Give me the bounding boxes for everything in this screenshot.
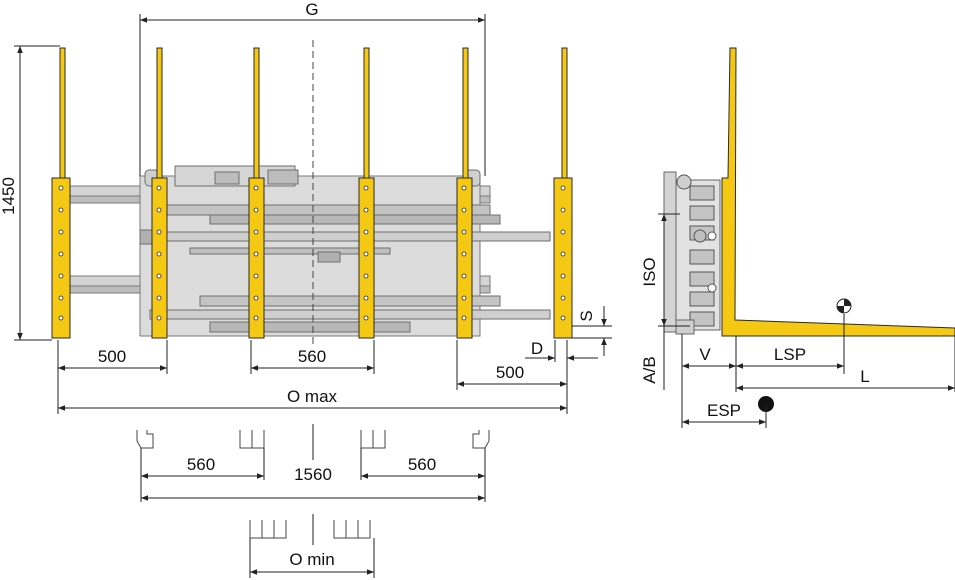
dimension-labels: G 1450 500 560 500 D S O max 560 1560 56… <box>0 0 870 569</box>
side-fork <box>721 47 955 337</box>
label-total-span: 1560 <box>294 465 332 484</box>
label-ab: A/B <box>640 356 659 383</box>
label-o-min: O min <box>289 550 334 569</box>
label-l: L <box>860 367 869 386</box>
carriage-frame <box>69 40 551 345</box>
label-o-max: O max <box>287 387 338 406</box>
fork-6 <box>553 47 573 339</box>
side-dimensions <box>658 213 955 428</box>
fork-2 <box>151 47 168 339</box>
label-iso: ISO <box>640 257 659 286</box>
fork-4 <box>358 47 375 339</box>
label-s: S <box>577 310 596 321</box>
label-g: G <box>305 0 318 19</box>
fork-position-symbols <box>136 430 490 539</box>
label-height: 1450 <box>0 177 18 215</box>
label-v: V <box>699 345 711 364</box>
label-spacing-right: 560 <box>408 455 436 474</box>
label-mid-spacing: 560 <box>298 347 326 366</box>
load-center-icon <box>836 298 852 314</box>
top-view-dimensions <box>140 424 486 578</box>
label-esp: ESP <box>707 401 741 420</box>
label-lsp: LSP <box>774 345 806 364</box>
label-spacing-left: 560 <box>187 455 215 474</box>
fork-5 <box>456 47 473 339</box>
fork-3 <box>248 47 265 339</box>
front-dimensions <box>14 14 612 414</box>
forks <box>51 47 573 339</box>
side-view <box>663 47 955 412</box>
label-arm-right: 500 <box>496 363 524 382</box>
label-d: D <box>531 339 543 358</box>
label-arm-left: 500 <box>98 347 126 366</box>
fork-1 <box>51 47 71 339</box>
